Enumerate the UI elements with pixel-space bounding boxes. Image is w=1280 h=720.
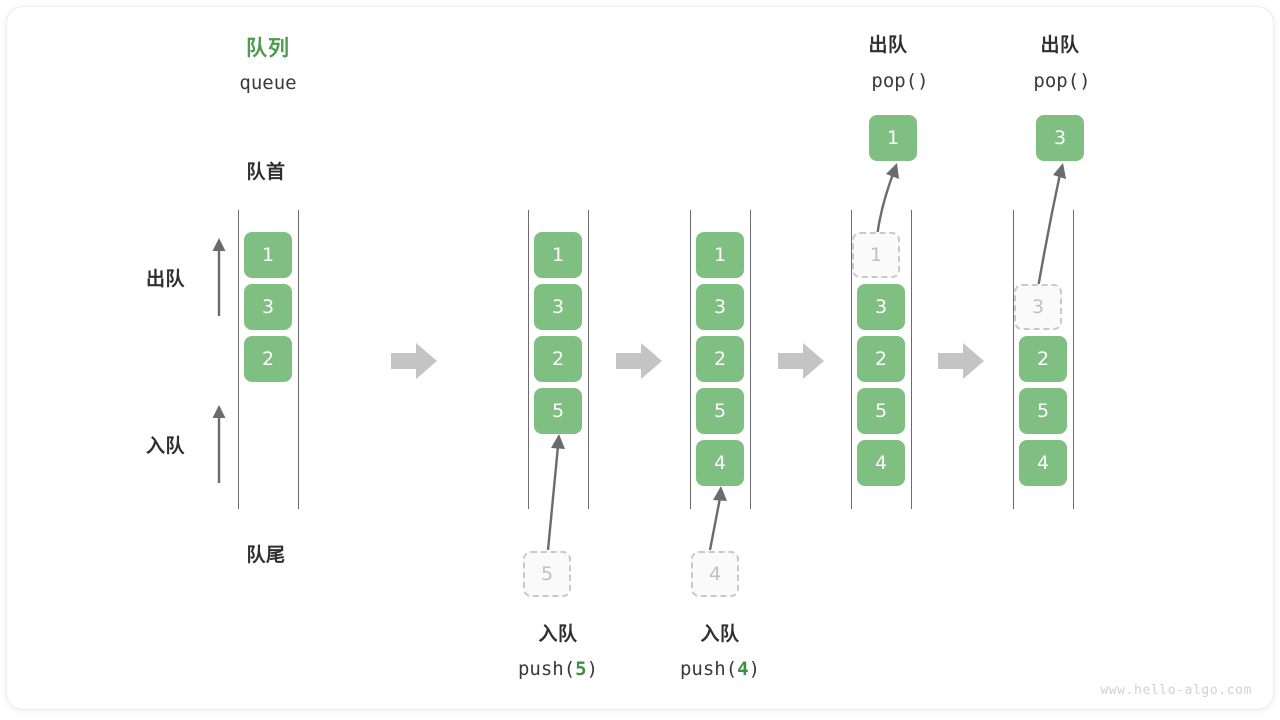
pop-caption-cn-1: 出队	[868, 34, 908, 56]
watermark: www.hello-algo.com	[1100, 683, 1252, 698]
queue-element: 1	[244, 232, 292, 278]
pop-caption-code-1: pop()	[871, 70, 929, 92]
queue-element: 1	[534, 232, 582, 278]
queue-element: 3	[857, 284, 905, 330]
rear-label: 队尾	[246, 544, 286, 566]
push-code-pre: push(	[517, 658, 576, 680]
queue-element: 3	[244, 284, 292, 330]
queue-rail-right-3	[750, 210, 751, 509]
push-code-post: )	[748, 658, 761, 680]
queue-title-en: queue	[239, 72, 297, 94]
queue-rail-right-2	[588, 210, 589, 509]
push-code-arg: 5	[575, 658, 587, 680]
popping-ghost-element: 1	[852, 232, 900, 278]
push-caption-code-4: push(4)	[680, 657, 760, 683]
queue-element: 2	[534, 336, 582, 382]
step-arrow-icon	[616, 343, 662, 379]
popped-element: 1	[869, 115, 917, 161]
push-caption-cn-5: 入队	[538, 623, 578, 645]
incoming-ghost-element: 5	[523, 551, 571, 597]
queue-element-new: 5	[534, 388, 582, 434]
queue-element: 3	[534, 284, 582, 330]
queue-rail-left-1	[238, 210, 239, 509]
enqueue-direction-arrow	[212, 405, 226, 483]
dequeue-label: 出队	[146, 268, 186, 290]
incoming-ghost-element: 4	[691, 551, 739, 597]
queue-rail-left-5	[1013, 210, 1014, 509]
popping-ghost-element: 3	[1014, 284, 1062, 330]
queue-element: 2	[244, 336, 292, 382]
queue-rail-right-1	[298, 210, 299, 509]
queue-element: 5	[857, 388, 905, 434]
queue-element: 5	[696, 388, 744, 434]
push-arrow-4	[708, 486, 727, 551]
queue-element: 2	[1019, 336, 1067, 382]
push-caption-cn-4: 入队	[700, 623, 740, 645]
dequeue-direction-arrow	[212, 238, 226, 316]
popped-element: 3	[1036, 115, 1084, 161]
queue-element: 3	[696, 284, 744, 330]
pop-caption-code-3: pop()	[1033, 70, 1091, 92]
pop-arrow-1	[875, 163, 899, 237]
queue-rail-right-4	[911, 210, 912, 509]
front-label: 队首	[246, 161, 286, 183]
queue-rail-right-5	[1073, 210, 1074, 509]
push-code-arg: 4	[737, 658, 749, 680]
queue-title-cn: 队列	[246, 36, 290, 60]
step-arrow-icon	[938, 343, 984, 379]
step-arrow-icon	[391, 343, 437, 379]
pop-arrow-3	[1036, 163, 1066, 289]
queue-rail-left-4	[851, 210, 852, 509]
push-caption-code-5: push(5)	[518, 657, 598, 683]
queue-element-new: 4	[696, 440, 744, 486]
queue-element: 2	[696, 336, 744, 382]
push-code-post: )	[586, 658, 599, 680]
queue-element: 1	[696, 232, 744, 278]
queue-element: 4	[857, 440, 905, 486]
push-code-pre: push(	[679, 658, 738, 680]
queue-rail-left-3	[690, 210, 691, 509]
pop-caption-cn-3: 出队	[1040, 34, 1080, 56]
queue-element: 4	[1019, 440, 1067, 486]
queue-element: 2	[857, 336, 905, 382]
step-arrow-icon	[778, 343, 824, 379]
queue-rail-left-2	[528, 210, 529, 509]
push-arrow-5	[546, 434, 565, 551]
queue-element: 5	[1019, 388, 1067, 434]
enqueue-label: 入队	[146, 435, 186, 457]
